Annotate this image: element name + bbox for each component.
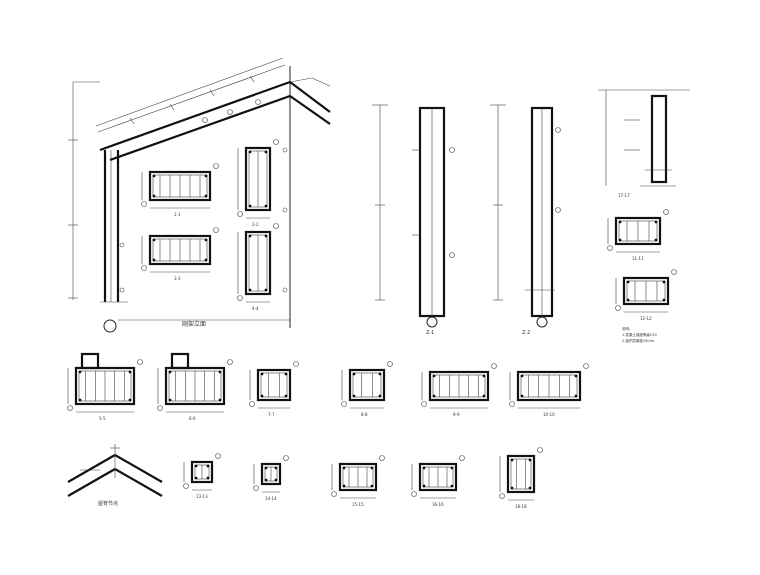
section-12: 12-12 <box>615 269 677 321</box>
note-line-3: 2.保护层厚度25mm <box>622 338 655 343</box>
ridge-detail <box>67 444 163 497</box>
section-label: 5-5 <box>99 416 106 421</box>
section-3: 3-3 <box>141 227 219 281</box>
section-label: 11-11 <box>632 256 644 261</box>
rebar-sections: 1-1 2-2 3-3 4-4 5-5 6-6 7-7 8-8 9-9 10-10 11-11 12-… <box>67 139 677 509</box>
notes-block: 说明： 1.混凝土强度等级C30 2.保护层厚度25mm <box>622 326 657 343</box>
frame-label: 刚架立面 <box>182 320 206 328</box>
section-6: 6-6 <box>157 352 233 421</box>
frame-elevation <box>68 57 331 333</box>
section-label: 12-12 <box>640 316 652 321</box>
section-4: 4-4 <box>237 223 279 311</box>
section-5: 5-5 <box>67 352 143 421</box>
column-b-label: Z-2 <box>522 330 530 336</box>
section-label: 1-1 <box>174 212 181 217</box>
section-14: 14-14 <box>253 455 289 501</box>
section-1: 1-1 <box>141 163 219 217</box>
section-15: 15-15 <box>331 455 385 507</box>
section-10: 10-10 <box>509 363 589 417</box>
column-a-label: Z-1 <box>426 330 434 336</box>
section-16: 16-16 <box>411 455 465 507</box>
section-label: 2-2 <box>252 222 259 227</box>
section-label: 9-9 <box>453 412 460 417</box>
column-elevation-a <box>372 104 455 328</box>
section-label: 6-6 <box>189 416 196 421</box>
section-label: 7-7 <box>268 412 275 417</box>
section-label: 16-16 <box>432 502 444 507</box>
section-8: 8-8 <box>341 361 393 417</box>
section-11: 11-11 <box>607 209 669 261</box>
section-label: 13-13 <box>196 494 208 499</box>
note-line-2: 1.混凝土强度等级C30 <box>622 332 657 337</box>
section-2: 2-2 <box>237 139 279 227</box>
section-9: 9-9 <box>421 363 497 417</box>
section-label: 14-14 <box>265 496 277 501</box>
note-line-1: 说明： <box>622 326 633 331</box>
section-13: 13-13 <box>183 453 221 499</box>
corner-detail <box>598 89 690 187</box>
section-7: 7-7 <box>249 361 299 417</box>
section-label: 4-4 <box>252 306 259 311</box>
section-label-17: 17-17 <box>618 193 630 198</box>
section-17: 18-18 <box>499 447 543 509</box>
section-label: 18-18 <box>515 504 527 509</box>
section-label: 3-3 <box>174 276 181 281</box>
ridge-label: 屋脊节点 <box>98 500 118 507</box>
section-label: 15-15 <box>352 502 364 507</box>
section-label: 10-10 <box>543 412 555 417</box>
column-elevation-b <box>490 104 561 328</box>
section-label: 8-8 <box>361 412 368 417</box>
